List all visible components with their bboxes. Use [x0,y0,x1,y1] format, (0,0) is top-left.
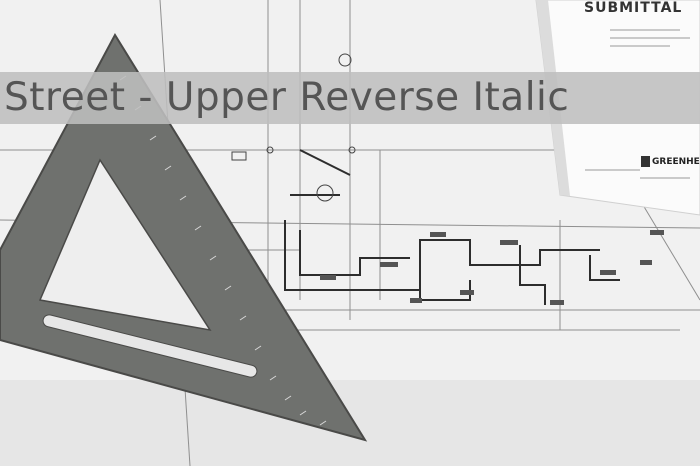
submittal-title: SUBMITTAL [584,0,683,16]
caption-banner [0,72,700,124]
blueprint-labels [320,230,664,305]
speed-square [0,32,368,442]
blueprint-symbols [231,53,356,202]
greenhe-logo-mark [641,156,650,167]
greenhe-brand-text: GREENHE [652,157,700,167]
speed-square-slot [42,314,258,378]
document-text-lines [585,29,690,179]
caption-text: Street - Upper Reverse Italic [4,75,570,120]
speed-square-cutout [38,158,212,332]
